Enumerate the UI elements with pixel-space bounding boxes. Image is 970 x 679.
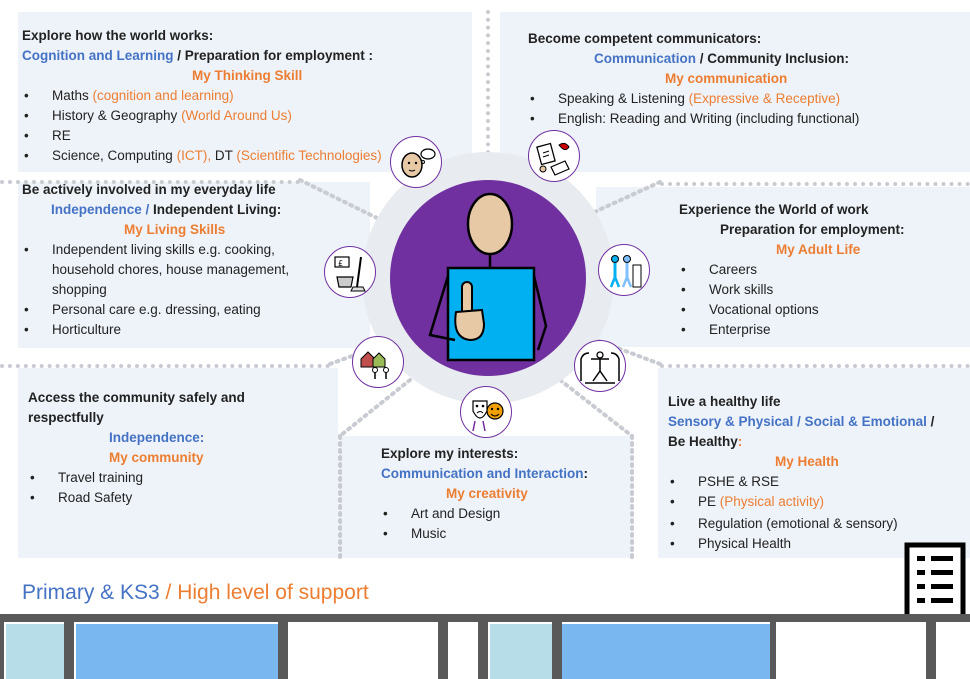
subject-list: PSHE & RSE PE (Physical activity) Regula… xyxy=(668,472,934,554)
work-people-icon xyxy=(598,244,650,296)
panel-heading: Experience the World of work xyxy=(679,202,869,217)
list-item: Vocational options xyxy=(679,300,905,320)
skill-title: My Health xyxy=(775,454,839,469)
footer-support: High level of support xyxy=(177,581,369,604)
list-item: Science, Computing (ICT), DT (Scientific… xyxy=(22,146,382,166)
community-houses-icon xyxy=(352,336,404,388)
subject-list: Careers Work skills Vocational options E… xyxy=(679,260,905,340)
skill-title: My community xyxy=(109,450,204,465)
skill-title: My Thinking Skill xyxy=(192,68,303,83)
list-item: PSHE & RSE xyxy=(668,472,934,492)
list-item: Music xyxy=(381,524,588,544)
skill-title: My communication xyxy=(665,71,788,86)
panel-heading: Explore how the world works: xyxy=(22,28,214,43)
list-item: Regulation (emotional & sensory) xyxy=(668,514,934,534)
person-pointing-icon xyxy=(428,192,548,362)
connector-right-lower xyxy=(660,364,970,368)
list-item: English: Reading and Writing (including … xyxy=(528,109,859,129)
subject-area-rest: / Community Inclusion: xyxy=(696,51,850,66)
subject-area-rest: Independent Living: xyxy=(149,202,282,217)
panel-interests: Explore my interests: Communication and … xyxy=(381,444,588,544)
subject-list: Speaking & Listening (Expressive & Recep… xyxy=(528,89,859,129)
subject-area-rest: / Preparation for employment : xyxy=(173,48,374,63)
subject-area: Communication xyxy=(594,51,697,66)
panel-work: Experience the World of work Preparation… xyxy=(679,200,905,340)
subject-area: Cognition and Learning xyxy=(22,48,174,63)
subject-area-rest: : xyxy=(583,466,589,481)
connector-right-upper xyxy=(660,182,970,186)
thinking-head-icon xyxy=(390,136,442,188)
list-item: PE (Physical activity) xyxy=(668,492,934,512)
panel-health: Live a healthy life Sensory & Physical /… xyxy=(668,392,934,554)
connector-left-upper xyxy=(0,180,300,184)
list-item: Independent living skills e.g. cooking, … xyxy=(22,240,322,300)
list-item: Careers xyxy=(679,260,905,280)
exercise-icon xyxy=(574,340,626,392)
list-item: Road Safety xyxy=(28,488,278,508)
connector-left-lower xyxy=(0,364,330,368)
list-item: Physical Health xyxy=(668,534,934,554)
list-item: Maths (cognition and learning) xyxy=(22,86,382,106)
subject-area-rest: / xyxy=(926,414,935,429)
svg-text:£: £ xyxy=(338,259,343,268)
subject-area: Independence / xyxy=(51,202,150,217)
panel-heading: Be actively involved in my everyday life xyxy=(22,182,276,197)
center-hub xyxy=(362,152,614,404)
list-item: Art and Design xyxy=(381,504,588,524)
connector-top xyxy=(486,10,490,170)
list-item: Speaking & Listening (Expressive & Recep… xyxy=(528,89,859,109)
bottom-bar xyxy=(0,614,970,679)
panel-heading: Access the community safely and respectf… xyxy=(28,390,245,425)
list-item: Horticulture xyxy=(22,320,322,340)
drama-masks-icon xyxy=(460,386,512,438)
subject-list: Independent living skills e.g. cooking, … xyxy=(22,240,322,340)
panel-heading: Become competent communicators: xyxy=(528,31,762,46)
skill-title: My Living Skills xyxy=(124,222,226,237)
list-item: History & Geography (World Around Us) xyxy=(22,106,382,126)
footer-stage: Primary & KS3 xyxy=(22,581,160,604)
subject-area-line2: Be Healthy xyxy=(668,434,738,449)
skill-title: My creativity xyxy=(446,486,528,501)
list-item: Work skills xyxy=(679,280,905,300)
subject-area: Preparation for employment: xyxy=(720,222,905,237)
list-item: Enterprise xyxy=(679,320,905,340)
subject-list: Art and Design Music xyxy=(381,504,588,544)
panel-communication: Become competent communicators: Communic… xyxy=(528,29,859,129)
subject-list: Travel training Road Safety xyxy=(28,468,278,508)
list-item: Travel training xyxy=(28,468,278,488)
panel-cognition: Explore how the world works: Cognition a… xyxy=(22,26,382,166)
subject-area: Communication and Interaction xyxy=(381,466,584,481)
panel-heading: Explore my interests: xyxy=(381,446,519,461)
panel-community: Access the community safely and respectf… xyxy=(28,388,278,508)
panel-bg-community xyxy=(18,368,338,558)
household-icon: £ xyxy=(324,246,376,298)
subject-area: Sensory & Physical / Social & Emotional xyxy=(668,414,927,429)
list-item: RE xyxy=(22,126,382,146)
panel-heading: Live a healthy life xyxy=(668,394,781,409)
communication-icon xyxy=(528,130,580,182)
list-item: Personal care e.g. dressing, eating xyxy=(22,300,322,320)
subject-area: Independence: xyxy=(109,430,205,445)
panel-independence: Be actively involved in my everyday life… xyxy=(22,180,322,340)
skill-title: My Adult Life xyxy=(776,242,861,257)
subject-list: Maths (cognition and learning) History &… xyxy=(22,86,382,166)
footer-label: Primary & KS3 / High level of support xyxy=(22,581,369,604)
